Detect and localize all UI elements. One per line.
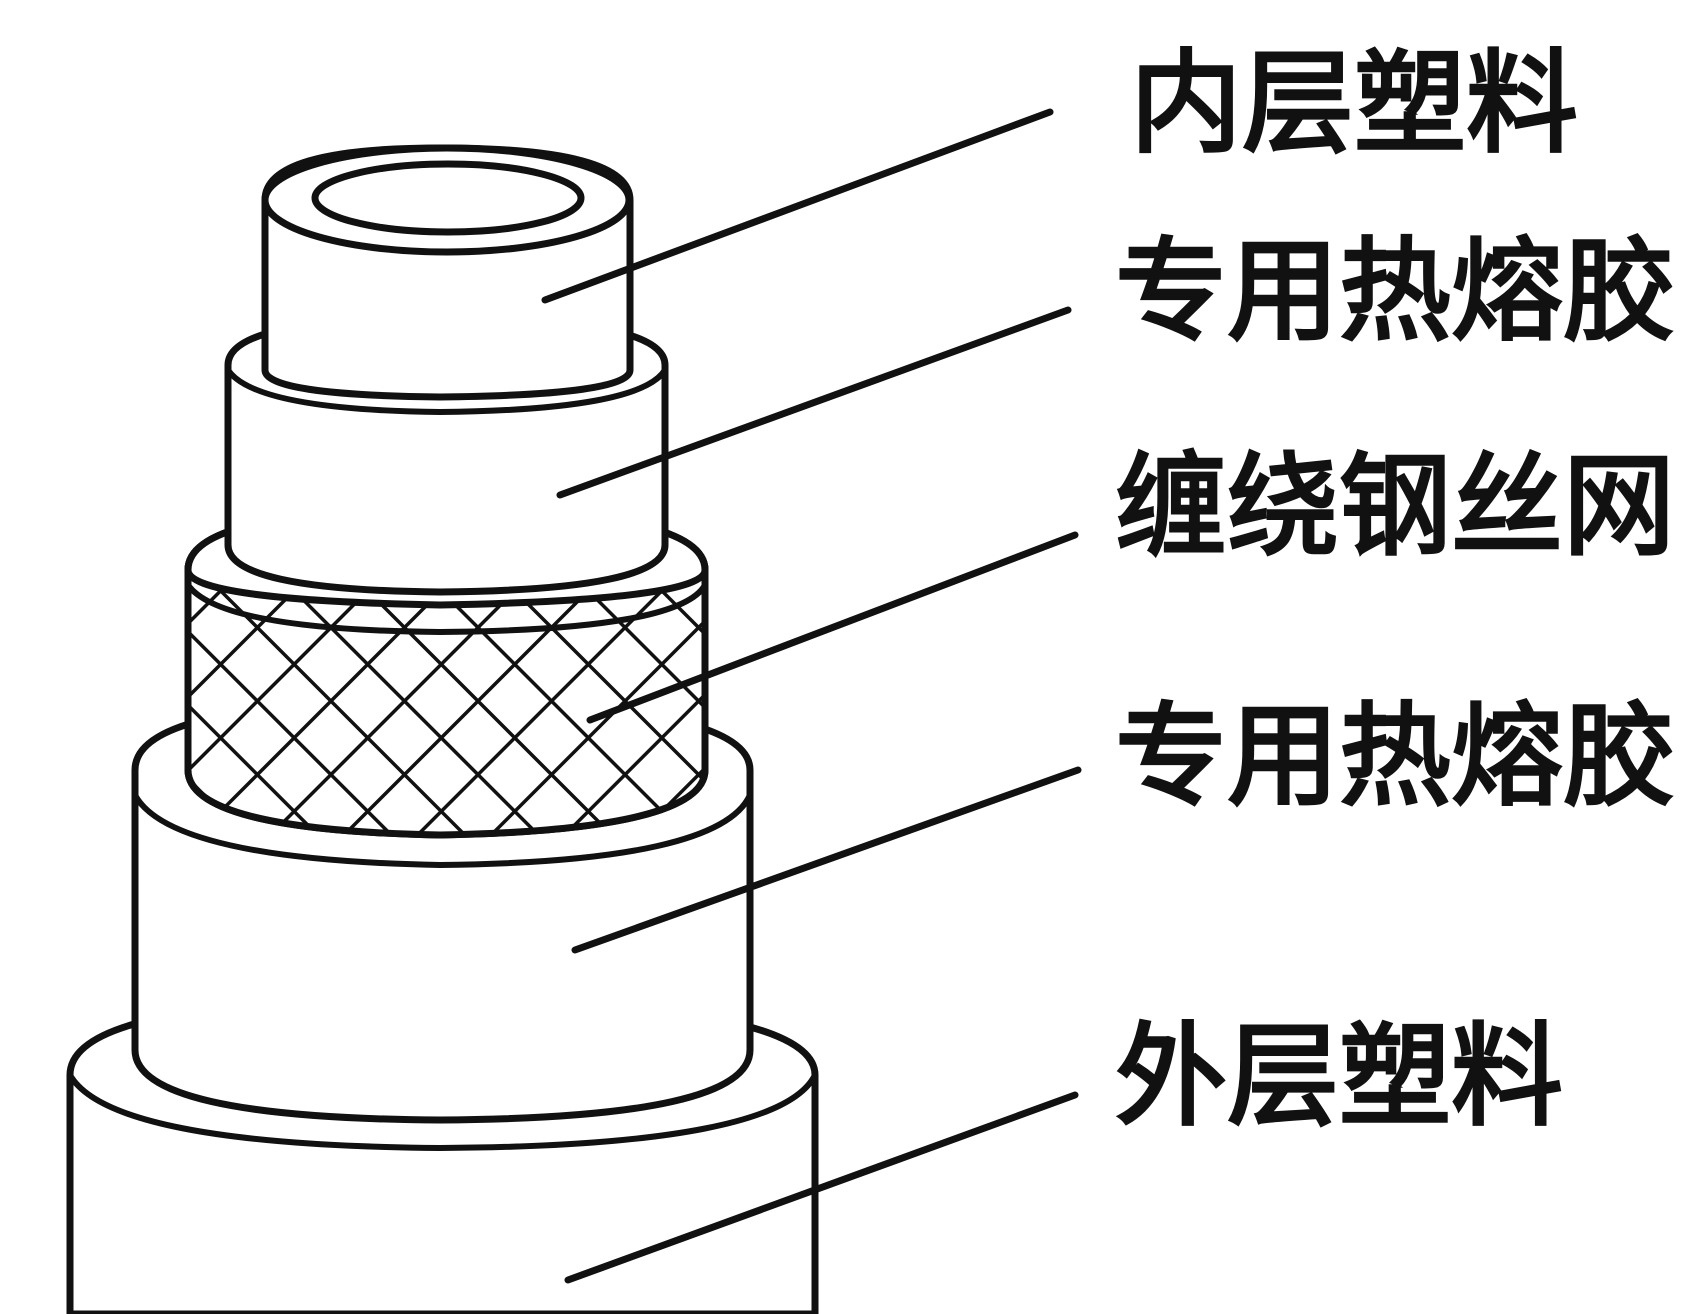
leader-line-adhesive-1: [556, 306, 1072, 499]
leader-lines: [541, 108, 1082, 1284]
leader-line-outer-plastic: [564, 1091, 1079, 1284]
label-outer-plastic: 外层塑料: [1115, 1012, 1563, 1142]
label-hot-melt-adhesive-2: 专用热熔胶: [1115, 692, 1675, 822]
label-inner-plastic: 内层塑料: [1130, 39, 1578, 169]
label-hot-melt-adhesive-1: 专用热熔胶: [1115, 227, 1675, 357]
labels: 内层塑料 专用热熔胶 缠绕钢丝网 专用热熔胶 外层塑料: [1115, 39, 1675, 1142]
label-wound-steel-mesh: 缠绕钢丝网: [1115, 442, 1675, 572]
inner-plastic-tube: [261, 144, 634, 401]
leader-line-adhesive-2: [571, 766, 1082, 954]
leader-line-inner-plastic: [541, 108, 1054, 304]
leader-line-steel-mesh: [586, 531, 1079, 724]
